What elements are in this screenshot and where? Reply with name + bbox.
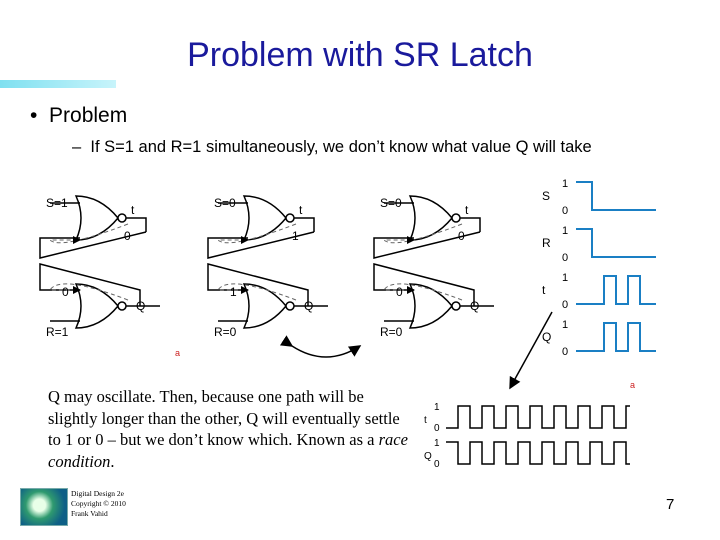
svg-text:0: 0 bbox=[562, 299, 568, 311]
signal-label: R bbox=[542, 236, 551, 250]
latch-1-t-label: t bbox=[131, 203, 135, 217]
bullet-problem: • Problem bbox=[30, 104, 128, 127]
inverter-bubble bbox=[117, 301, 127, 311]
svg-text:0: 0 bbox=[434, 459, 440, 470]
inverter-bubble bbox=[451, 301, 461, 311]
inverter-bubble bbox=[285, 213, 295, 223]
page-number: 7 bbox=[666, 496, 675, 513]
slide-title: Problem with SR Latch bbox=[187, 36, 533, 74]
caption-italic: race condition bbox=[48, 430, 408, 471]
svg-text:1: 1 bbox=[434, 438, 440, 449]
oscillation-arrow bbox=[279, 335, 362, 358]
latch-3-q-label: Q bbox=[470, 299, 479, 313]
latch-2-t-label: t bbox=[299, 203, 303, 217]
waveform-s bbox=[576, 181, 656, 211]
caption: Q may oscillate. Then, because one path … bbox=[48, 387, 408, 471]
timing-diagram-top: S 1 0 R 1 0 t 1 0 Q 1 0 bbox=[542, 178, 656, 358]
nor-gate-bottom bbox=[408, 283, 453, 329]
caption-text: Q may oscillate. Then, because one path … bbox=[48, 387, 400, 449]
waveform-t bbox=[576, 275, 656, 305]
signal-label: t bbox=[542, 283, 546, 297]
nor-gate-bottom bbox=[74, 283, 119, 329]
svg-text:1: 1 bbox=[562, 272, 568, 284]
svg-text:0: 0 bbox=[562, 252, 568, 264]
latch-2-s-label: S=0 bbox=[214, 196, 236, 210]
waveform-q-bottom bbox=[446, 441, 630, 465]
nor-gate-top bbox=[242, 195, 287, 241]
svg-text:0: 0 bbox=[434, 423, 440, 434]
latch-2: S=0 R=0 t 1 1 Q bbox=[207, 195, 328, 339]
signal-label: S bbox=[542, 189, 550, 203]
timing-diagram-bottom: t 1 0 Q 1 0 bbox=[424, 402, 630, 470]
latch-3-r-label: R=0 bbox=[380, 325, 403, 339]
latch-3-top-value: 0 bbox=[458, 229, 465, 243]
nor-gate-bottom bbox=[242, 283, 287, 329]
latch-2-q-label: Q bbox=[304, 299, 313, 313]
signal-label: Q bbox=[542, 330, 551, 344]
svg-text:0: 0 bbox=[562, 205, 568, 217]
latch-1-bottom-value: 0 bbox=[62, 285, 69, 299]
latch-3-t-label: t bbox=[465, 203, 469, 217]
signal-label: t bbox=[424, 415, 427, 426]
latch-3: S=0 R=0 t 0 0 Q bbox=[373, 195, 494, 339]
inverter-bubble bbox=[117, 213, 127, 223]
latch-1-r-label: R=1 bbox=[46, 325, 69, 339]
latch-3-bottom-value: 0 bbox=[396, 285, 403, 299]
latch-2-bottom-value: 1 bbox=[230, 285, 237, 299]
nor-gate-top bbox=[74, 195, 119, 241]
svg-text:1: 1 bbox=[562, 225, 568, 237]
svg-text:0: 0 bbox=[562, 346, 568, 358]
inverter-bubble bbox=[451, 213, 461, 223]
inverter-bubble bbox=[285, 301, 295, 311]
svg-text:1: 1 bbox=[434, 402, 440, 413]
latch-2-top-value: 1 bbox=[292, 229, 299, 243]
bullet-text: Problem bbox=[49, 104, 128, 127]
waveform-r bbox=[576, 228, 656, 258]
latch-1-s-label: S=1 bbox=[46, 196, 68, 210]
latch-1-q-label: Q bbox=[136, 299, 145, 313]
signal-label: Q bbox=[424, 451, 432, 462]
nor-gate-top bbox=[408, 195, 453, 241]
figure-marker: a bbox=[175, 348, 180, 358]
title-underline-bar bbox=[0, 80, 116, 88]
latch-1-top-value: 0 bbox=[124, 229, 131, 243]
book-cover-logo bbox=[20, 488, 68, 526]
sub-bullet-text: If S=1 and R=1 simultaneously, we don’t … bbox=[90, 138, 592, 156]
sub-bullet: – If S=1 and R=1 simultaneously, we don’… bbox=[72, 138, 592, 156]
latch-3-s-label: S=0 bbox=[380, 196, 402, 210]
svg-text:1: 1 bbox=[562, 178, 568, 190]
latch-2-r-label: R=0 bbox=[214, 325, 237, 339]
waveform-t-bottom bbox=[446, 405, 630, 429]
figure-marker: a bbox=[630, 380, 635, 390]
pointer-arrow bbox=[509, 311, 553, 390]
waveform-q bbox=[576, 322, 656, 352]
latch-1: S=1 R=1 t 0 0 Q bbox=[39, 195, 160, 339]
footer-credits: Digital Design 2e Copyright © 2010 Frank… bbox=[71, 489, 126, 518]
svg-text:1: 1 bbox=[562, 319, 568, 331]
